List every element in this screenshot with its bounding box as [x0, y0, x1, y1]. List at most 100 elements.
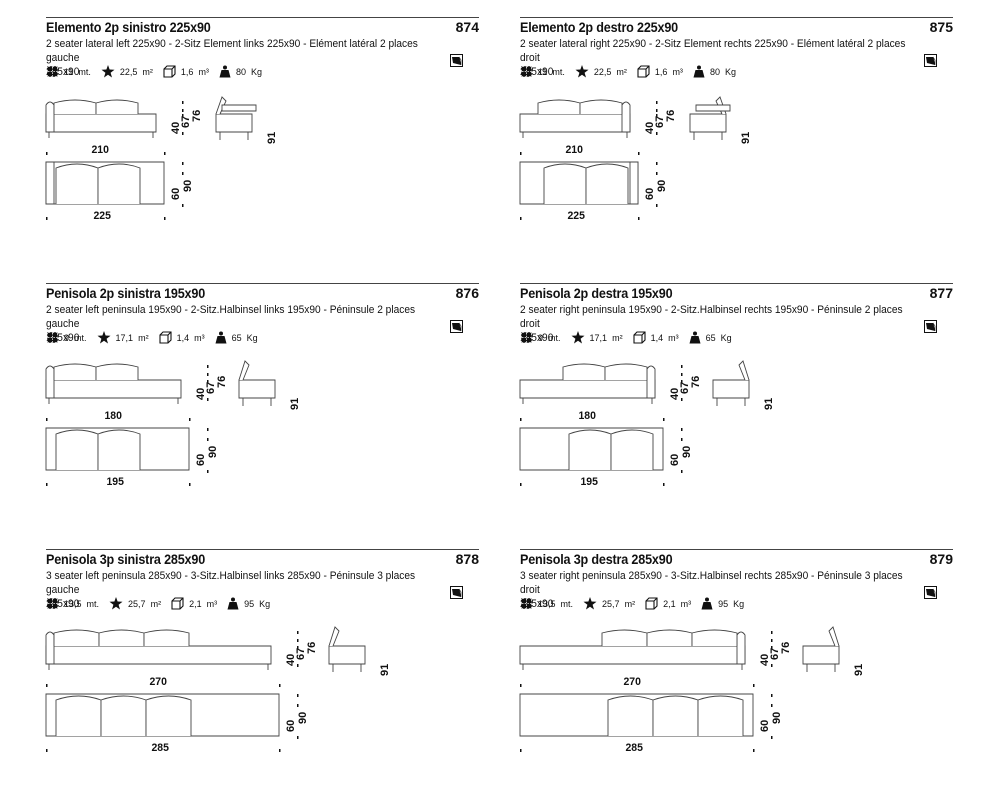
volume-unit: m³: [194, 332, 205, 343]
plan-width-tick: [46, 749, 48, 752]
product-card: Penisola 2p sinistra 195x90 876 2 seater…: [45, 283, 479, 523]
card-divider: [46, 283, 479, 284]
plan-cushion: [97, 429, 141, 470]
volume-value: 1,4: [176, 332, 190, 343]
depth-tick: [771, 704, 773, 707]
plan-cushion: [97, 163, 141, 204]
leather-spec: 25,7 m²: [109, 597, 161, 610]
back-height-dimension: 76: [216, 375, 228, 388]
box-volume-icon: [163, 65, 176, 78]
weight-value: 95: [718, 598, 729, 609]
side-depth-dimension: 91: [379, 663, 391, 676]
side-backrest: [738, 360, 750, 381]
card-divider: [520, 283, 953, 284]
depth-tick: [681, 470, 683, 473]
leather-spec: 17,1 m²: [97, 331, 149, 344]
front-back-cushion: [53, 99, 97, 114]
volume-value: 2,1: [663, 598, 676, 609]
plan-cushion: [652, 695, 699, 736]
height-tick: [297, 664, 299, 667]
weight-unit: Kg: [733, 598, 745, 609]
product-card: Elemento 2p destro 225x90 875 2 seater l…: [519, 17, 953, 257]
weight-spec: 65 Kg: [689, 331, 732, 344]
side-seat-base: [802, 645, 840, 665]
plan-width-dimension: 285: [624, 742, 643, 754]
plan-armrest: [45, 161, 55, 205]
depth-tick: [297, 736, 299, 739]
side-seat-base: [328, 645, 366, 665]
box-volume-icon: [159, 331, 172, 344]
page-fold-icon: [450, 54, 463, 67]
height-tick: [656, 101, 658, 104]
depth-tick: [182, 204, 184, 207]
front-armrest: [646, 365, 656, 399]
height-tick: [771, 631, 773, 634]
front-width-dimension: 180: [577, 410, 596, 422]
depth-tick: [182, 172, 184, 175]
drawing-svg: [45, 360, 276, 486]
plan-width-tick: [520, 749, 522, 752]
front-width-dimension: 210: [565, 144, 583, 156]
box-volume-icon: [171, 597, 184, 610]
plan-cushion: [607, 695, 654, 736]
height-tick: [207, 365, 209, 368]
plan-cushion: [585, 163, 629, 204]
height-tick: [681, 380, 683, 383]
plan-width-dimension: 225: [93, 210, 111, 222]
depth-tick: [207, 438, 209, 441]
front-back-cushion: [691, 629, 738, 646]
spec-row: 11 mt. 22,5 m² 1,6 m³: [520, 65, 746, 78]
height-tick: [681, 373, 683, 376]
depth-tick: [656, 162, 658, 165]
leather-hide-icon: [575, 65, 589, 78]
drawing-svg: [45, 626, 366, 752]
front-back-cushion: [537, 99, 581, 114]
front-width-tick: [638, 152, 640, 155]
spec-row: 11 mt. 22,5 m² 1,6 m³: [46, 65, 272, 78]
plan-cushion: [568, 429, 612, 470]
front-back-cushion: [562, 363, 606, 380]
leather-unit: m²: [616, 66, 627, 77]
description-line: 3 seater left peninsula 285x90 - 3-Sitz.…: [46, 570, 416, 596]
box-volume-icon: [637, 65, 650, 78]
page-fold-icon: [924, 586, 937, 599]
weight-value: 80: [709, 66, 720, 77]
depth-tick: [182, 162, 184, 165]
total-depth-dimension: 90: [656, 179, 668, 192]
leather-spec: 22,5 m²: [575, 65, 627, 78]
weight-spec: 80 Kg: [219, 65, 262, 78]
depth-tick: [681, 438, 683, 441]
front-back-cushion: [98, 629, 145, 646]
leather-value: 22,5: [119, 66, 138, 77]
side-depth-dimension: 91: [266, 131, 278, 144]
fabric-unit: mt.: [548, 332, 561, 343]
seat-depth-dimension: 60: [285, 719, 297, 732]
plan-width-dimension: 225: [567, 210, 585, 222]
spec-row: 13,5 mt. 25,7 m² 2,1 m³: [46, 597, 280, 610]
leather-hide-icon: [583, 597, 597, 610]
fabric-icon: [521, 598, 532, 609]
weight-value: 95: [244, 598, 255, 609]
height-tick: [207, 373, 209, 376]
height-tick: [182, 114, 184, 117]
plan-cushion: [55, 429, 99, 470]
product-title: Penisola 3p sinistra 285x90: [46, 551, 206, 567]
description-line: 2 seater right peninsula 195x90 - 2-Sitz…: [520, 304, 903, 330]
volume-spec: 1,6 m³: [163, 65, 209, 78]
product-title: Elemento 2p destro 225x90: [520, 19, 678, 35]
total-depth-dimension: 90: [681, 445, 693, 458]
height-tick: [297, 639, 299, 642]
front-back-cushion: [95, 99, 139, 114]
plan-width-tick: [520, 217, 522, 220]
height-tick: [681, 398, 683, 401]
leather-value: 17,1: [589, 332, 608, 343]
leather-spec: 17,1 m²: [571, 331, 623, 344]
weight-icon: [689, 331, 701, 344]
front-width-tick: [753, 684, 755, 687]
depth-tick: [207, 470, 209, 473]
plan-cushion: [697, 695, 744, 736]
side-seat-base: [238, 379, 276, 399]
page-fold-icon: [924, 320, 937, 333]
side-seat-base: [215, 113, 253, 133]
side-depth-dimension: 91: [740, 131, 752, 144]
